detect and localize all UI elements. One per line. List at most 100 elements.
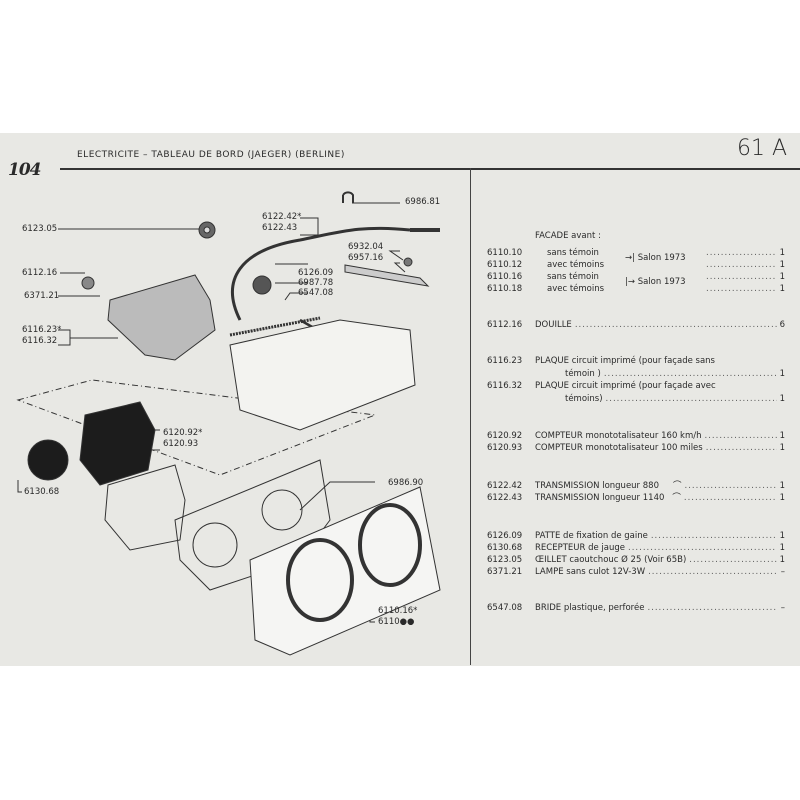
part-row: 6110.18 avec témoins 1: [487, 283, 785, 295]
leader-dots: [644, 602, 777, 614]
leader-dots: [703, 283, 777, 295]
callout-6987-78: 6987.78: [298, 278, 334, 288]
leader-dots: [648, 530, 777, 542]
header-rule: [60, 168, 800, 170]
callout-6957-16: 6957.16: [348, 253, 384, 263]
part-code: 6116.23: [487, 356, 523, 366]
callout-6112-16: 6112.16: [22, 268, 58, 278]
bride-strip: [229, 316, 321, 337]
facade-heading: FACADE avant :: [535, 231, 601, 241]
callout-6120-93: 6120.93: [163, 439, 199, 449]
leader-dots: [603, 393, 777, 405]
fuel-gauge: [27, 439, 69, 481]
part-row-continued: témoins)1: [535, 393, 785, 405]
part-qty: 1: [779, 272, 785, 282]
part-desc: RECEPTEUR de jauge: [535, 543, 626, 553]
part-qty: 1: [779, 248, 785, 258]
part-qty: –: [780, 567, 785, 577]
part-desc: BRIDE plastique, perforée: [535, 603, 645, 613]
part-code: 6110.12: [487, 260, 523, 270]
part-row: 6547.08 BRIDE plastique, perforée –: [487, 602, 785, 614]
leader-dots: [625, 542, 777, 554]
callout-6371-21: 6371.21: [24, 291, 60, 301]
drive-side-icon: ⌒: [672, 481, 682, 491]
clip-icon: [342, 191, 354, 203]
part-desc: avec témoins: [547, 284, 605, 294]
facade-front: [249, 486, 441, 656]
part-row: 6120.92 COMPTEUR monototalisateur 160 km/…: [487, 430, 785, 442]
part-qty: 1: [779, 555, 785, 565]
part-code: 6122.43: [487, 493, 523, 503]
part-row: 6123.05 ŒILLET caoutchouc Ø 25 (Voir 65B)…: [487, 554, 785, 566]
dashed-plane: [16, 379, 376, 476]
part-code: 6116.32: [487, 381, 523, 391]
part-code: 6110.18: [487, 284, 523, 294]
part-qty: 6: [779, 320, 785, 330]
part-qty: 1: [779, 481, 785, 491]
part-desc: ŒILLET caoutchouc Ø 25 (Voir 65B): [535, 555, 687, 565]
part-qty: 1: [779, 531, 785, 541]
part-code: 6120.93: [487, 443, 523, 453]
callout-6932-04: 6932.04: [348, 242, 384, 252]
leader-dots: [682, 480, 778, 492]
part-code: 6126.09: [487, 531, 523, 541]
leader-dots: [702, 430, 777, 442]
part-code: 6123.05: [487, 555, 523, 565]
callout-6110: 6110●●: [378, 617, 415, 627]
bulb-socket-icon: [81, 276, 95, 290]
part-desc: avec témoins: [547, 260, 605, 270]
part-row-continued: témoin ) 1: [535, 368, 785, 380]
part-desc: PATTE de fixation de gaine: [535, 531, 648, 541]
backing-plate: [104, 464, 186, 551]
part-row: 6110.16 sans témoin 1: [487, 271, 785, 283]
callout-6110-16: 6110.16*: [378, 606, 418, 616]
part-desc: TRANSMISSION longueur 1140: [535, 493, 665, 503]
part-code: 6110.16: [487, 272, 523, 282]
speedometer: [79, 401, 156, 486]
part-desc: sans témoin: [547, 272, 599, 282]
part-qty: 1: [779, 543, 785, 553]
part-code: 6547.08: [487, 603, 523, 613]
part-desc: témoins): [565, 394, 603, 404]
callout-6116-32: 6116.32: [22, 336, 58, 346]
part-desc: COMPTEUR monototalisateur 160 km/h: [535, 431, 702, 441]
callout-6126-09: 6126.09: [298, 268, 334, 278]
callout-6122-42: 6122.42*: [262, 212, 302, 222]
part-row: 6126.09 PATTE de fixation de gaine 1: [487, 530, 785, 542]
exploded-diagram: [16, 191, 441, 656]
callout-6986-90: 6986.90: [388, 478, 424, 488]
part-code: 6112.16: [487, 320, 523, 330]
model-logo: 104: [8, 160, 41, 180]
part-code: 6371.21: [487, 567, 523, 577]
leader-dots: [686, 554, 777, 566]
part-desc: témoin ): [565, 369, 601, 379]
callout-6122-43: 6122.43: [262, 223, 298, 233]
part-desc: DOUILLE: [535, 320, 572, 330]
leader-dots: [703, 271, 777, 283]
grommet-icon: [198, 221, 216, 239]
part-row: 6112.16 DOUILLE 6: [487, 319, 785, 331]
leader-dots: [572, 319, 777, 331]
part-qty: 1: [779, 443, 785, 453]
column-divider: [470, 168, 471, 665]
page-number: 61 A: [737, 136, 788, 161]
part-qty: 1: [779, 493, 785, 503]
leader-dots: [645, 566, 777, 578]
leader-dots: [703, 442, 777, 454]
socket-icon: [252, 275, 272, 295]
part-qty: 1: [779, 260, 785, 270]
nut-icon: [403, 257, 413, 267]
part-qty: –: [780, 603, 785, 613]
salon-after-note: |→ Salon 1973: [625, 277, 686, 287]
part-desc: LAMPE sans culot 12V-3W: [535, 567, 646, 577]
printed-circuit-plate: [107, 274, 216, 361]
part-code: 6122.42: [487, 481, 523, 491]
part-qty: 1: [779, 369, 785, 379]
part-code: 6120.92: [487, 431, 523, 441]
part-qty: 1: [779, 284, 785, 294]
